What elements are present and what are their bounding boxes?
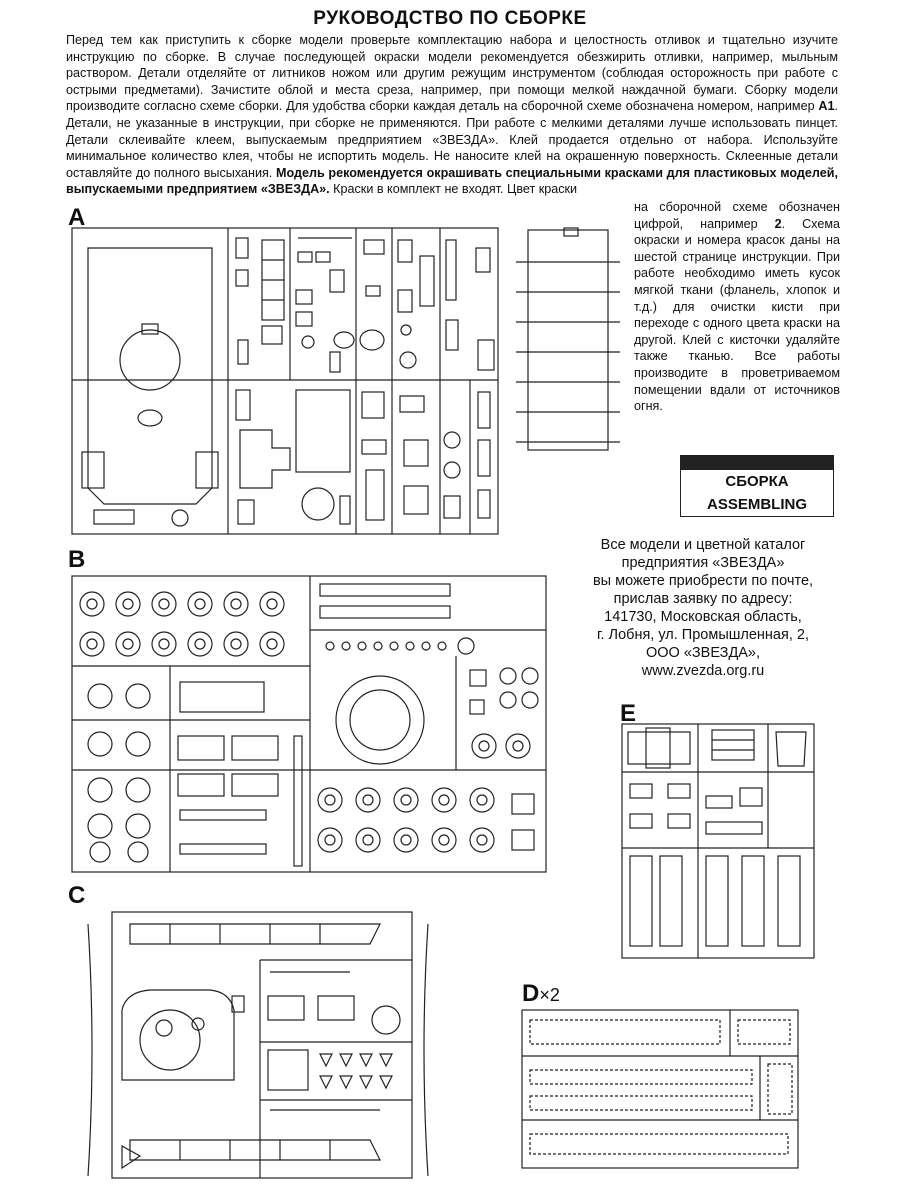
sprue-e-frame — [621, 723, 815, 959]
sprue-c-frame — [111, 911, 413, 1179]
intro-text-1: Перед тем как приступить к сборке модели… — [66, 33, 838, 114]
sprue-d-quantity: ×2 — [539, 985, 560, 1005]
sprue-label-a: A — [68, 204, 86, 231]
turret-part — [335, 675, 425, 765]
sprue-b-frame — [71, 575, 547, 873]
track-rungs — [516, 261, 620, 443]
side-text-1: на сборочной схеме обозначен цифрой, нап… — [634, 200, 840, 231]
sprue-label-c: C — [68, 882, 86, 909]
intro-text-2: . Детали, не указанные в инструкции, при… — [66, 99, 838, 180]
catalog-line: 141730, Московская область, — [604, 609, 802, 625]
page-title: РУКОВОДСТВО ПО СБОРКЕ — [313, 8, 587, 29]
sprue-a-frame — [71, 227, 499, 535]
sprue-c-drawing — [87, 911, 429, 1179]
catalog-line: ООО «ЗВЕЗДА», — [645, 645, 761, 661]
catalog-website: www.zvezda.org.ru — [641, 663, 765, 679]
intro-text-3: Краски в комплект не входят. Цвет краски — [329, 182, 578, 197]
sprue-label-d-letter: D — [522, 980, 540, 1007]
catalog-line: вы можете приобрести по почте, — [592, 573, 814, 589]
hull-plate-part — [87, 247, 213, 505]
hull-deck-part — [121, 989, 235, 1081]
track-link-ladder — [516, 227, 620, 451]
assembly-heading-box: СБОРКА ASSEMBLING — [680, 455, 834, 517]
sprue-label-d: D×2 — [522, 980, 560, 1008]
sprue-b-drawing — [71, 575, 547, 873]
catalog-line: г. Лобня, ул. Промышленная, 2, — [596, 627, 809, 643]
catalog-line: прислав заявку по адресу: — [613, 591, 793, 607]
catalog-order-info: Все модели и цветной каталог предприятия… — [548, 536, 858, 680]
side-example-color: 2 — [774, 216, 782, 231]
intro-paragraph: Перед тем как приступить к сборке модели… — [66, 32, 838, 198]
catalog-line: предприятия «ЗВЕЗДА» — [621, 555, 785, 571]
sprue-d-drawing — [521, 1009, 799, 1169]
assembly-heading-ru: СБОРКА — [725, 473, 789, 490]
intro-example-part: А1 — [818, 99, 835, 114]
sprue-label-b: B — [68, 546, 86, 573]
assembly-heading-en: ASSEMBLING — [706, 496, 807, 513]
turret-ring-part — [119, 329, 181, 391]
sprue-d-frame — [521, 1009, 799, 1169]
side-text-2: . Схема окраски и номера красок даны на … — [634, 216, 840, 414]
sprue-e-drawing — [621, 723, 815, 959]
hatch-parts — [319, 1053, 393, 1090]
sprue-label-e: E — [620, 700, 637, 727]
rear-plate-part — [295, 389, 351, 473]
intro-paint-recommendation: Модель рекомендуется окрашивать специаль… — [66, 165, 838, 197]
sprue-a-drawing — [71, 227, 499, 535]
assembly-heading-bar — [681, 456, 833, 470]
catalog-line: Все модели и цветной каталог — [600, 537, 806, 553]
paint-instructions: на сборочной схеме обозначен цифрой, нап… — [634, 199, 840, 415]
